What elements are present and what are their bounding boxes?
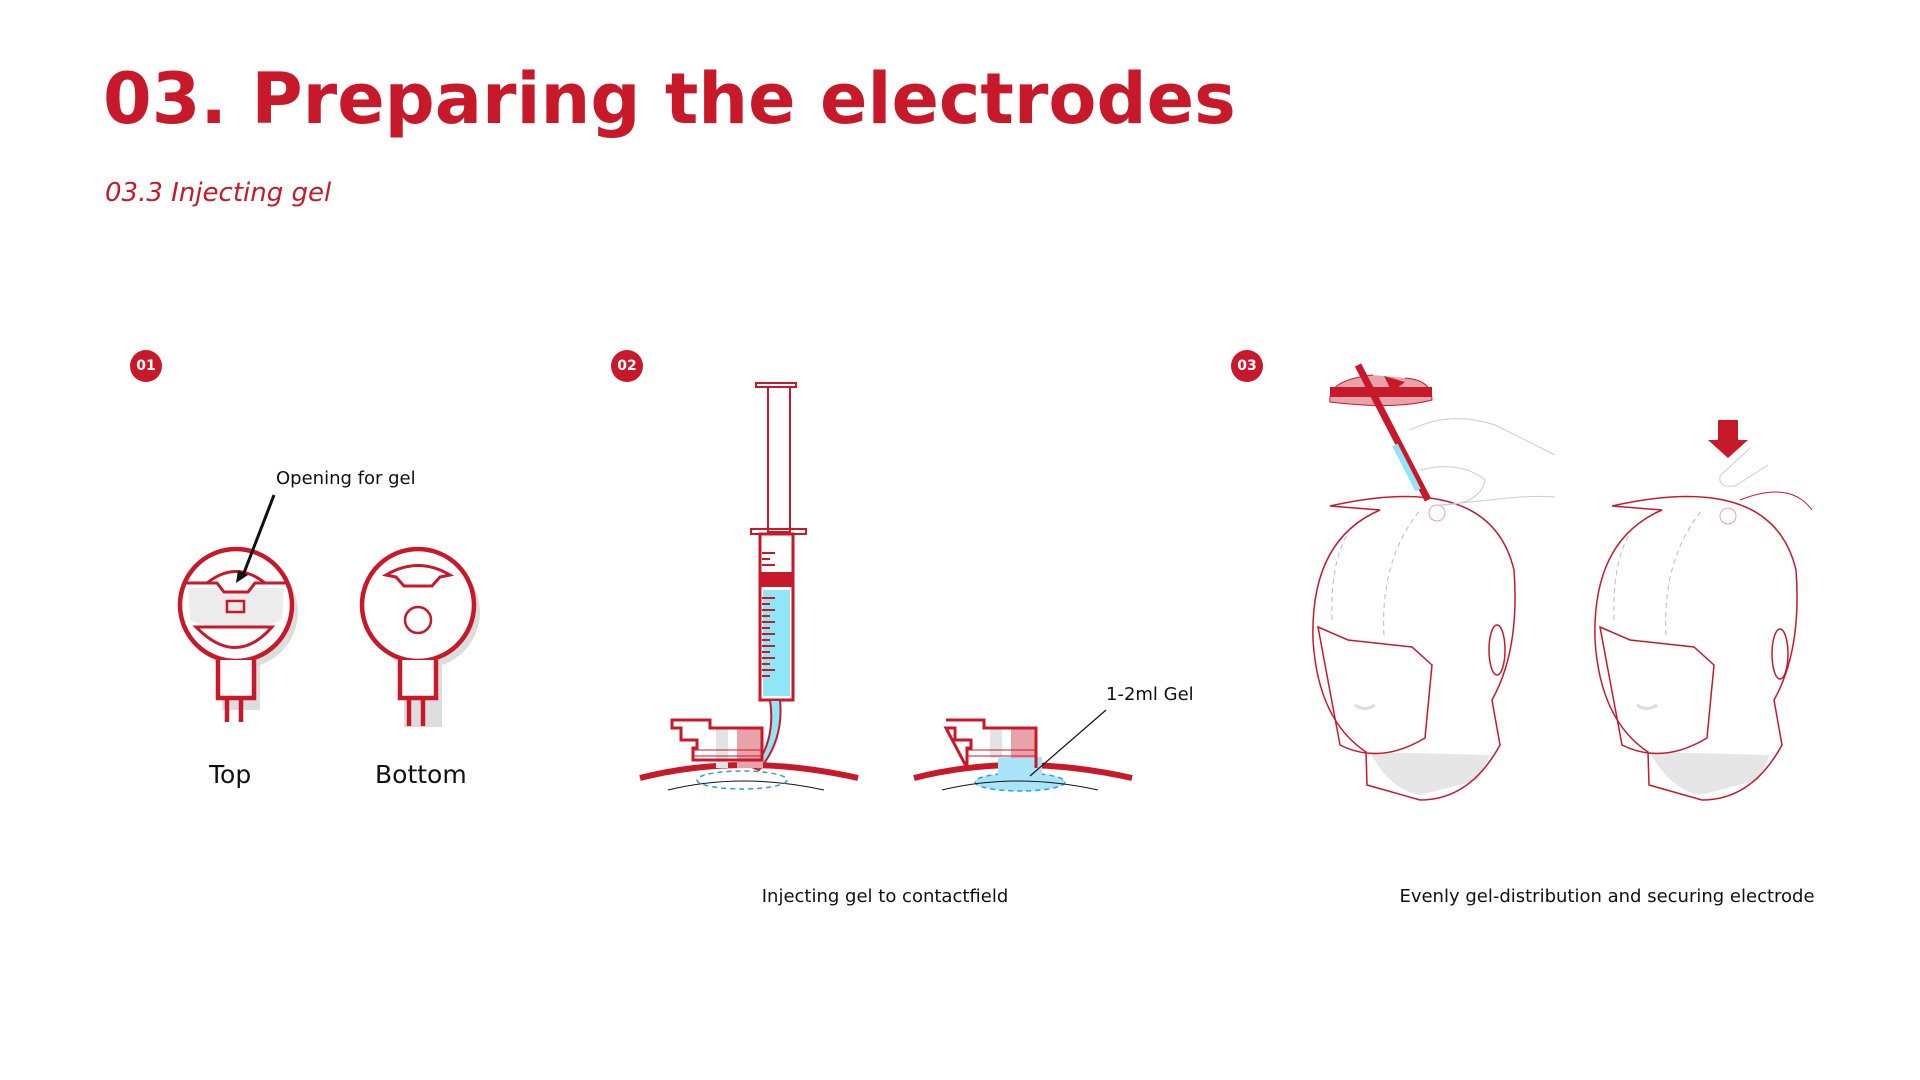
head-pressing-electrode-illustration [1594,420,1813,801]
electrode-top-illustration [177,546,298,722]
opening-for-gel-callout: Opening for gel [276,468,416,489]
label-bottom: Bottom [375,760,467,789]
callout-arrow [240,494,276,579]
arrow-head-icon [236,570,248,583]
step-02-caption: Injecting gel to contactfield [761,886,1009,907]
section-subtitle: 03.3 Injecting gel [105,178,332,208]
electrode-cross-section-before [639,718,859,791]
page-title: 03. Preparing the electrodes [103,58,1236,140]
step-badge-02: 02 [611,350,643,382]
head-with-syringe-illustration [1312,363,1556,801]
gel-callout-line [1029,709,1107,777]
step-03-caption: Evenly gel-distribution and securing ele… [1399,886,1815,907]
electrode-cross-section-after [913,718,1133,792]
step-badge-01: 01 [130,350,162,382]
syringe-illustration [750,382,807,772]
electrode-bottom-illustration [359,546,480,727]
gel-amount-callout: 1-2ml Gel [1106,684,1194,705]
step-badge-03: 03 [1231,350,1263,382]
label-top: Top [209,760,252,789]
